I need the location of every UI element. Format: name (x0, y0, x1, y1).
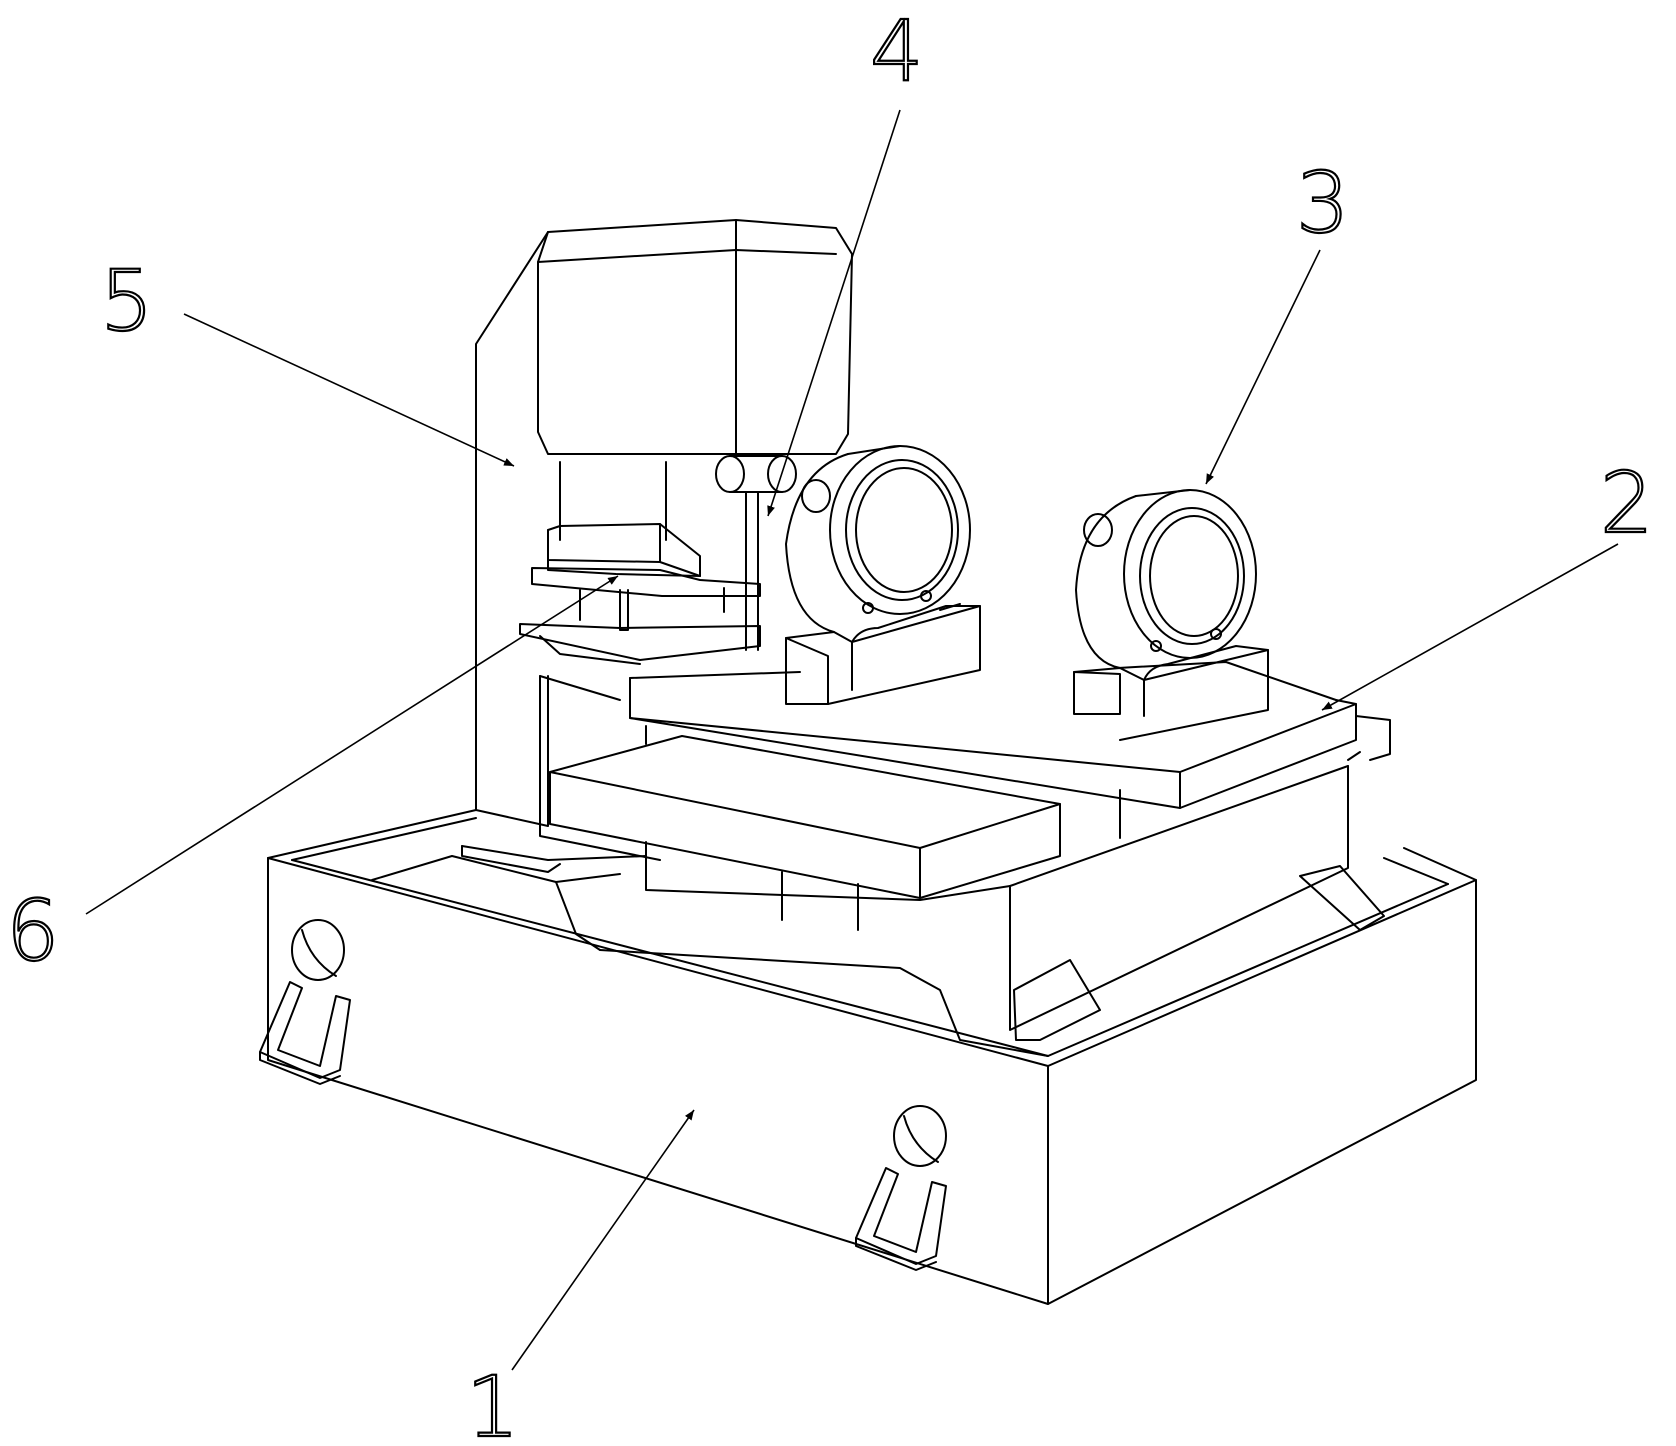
support-pedestal (539, 675, 1349, 1031)
slide-table (549, 661, 1391, 899)
callout-labels: 1 2 3 4 5 6 (5, 1, 1655, 1446)
spindle-rod (715, 455, 797, 651)
callout-5: 5 (100, 252, 153, 350)
vertical-column (461, 231, 667, 873)
leader-4 (767, 109, 901, 517)
clamp-plate (519, 523, 761, 665)
callout-1: 1 (466, 1358, 519, 1446)
callout-6: 6 (6, 882, 59, 980)
leader-5 (183, 313, 515, 467)
callout-leaders (85, 109, 1619, 1371)
base-frame (259, 809, 1477, 1305)
ring-holder-right (1073, 489, 1269, 741)
callout-2: 2 (1600, 454, 1653, 552)
leader-2 (1321, 543, 1619, 711)
leader-3 (1205, 249, 1321, 485)
callout-3: 3 (1296, 154, 1349, 252)
motor-head (537, 219, 853, 455)
leader-6 (85, 575, 619, 915)
callout-4: 4 (870, 2, 923, 100)
lifting-lug-right (855, 1105, 947, 1271)
leader-1 (511, 1109, 695, 1371)
lifting-lug-left (259, 919, 351, 1085)
ring-holder-left (785, 445, 981, 705)
